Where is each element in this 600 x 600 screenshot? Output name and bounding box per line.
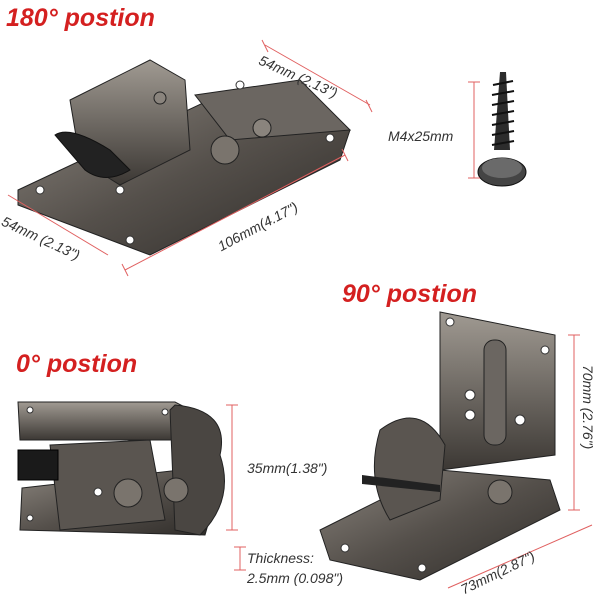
dimension-line-length [121, 148, 349, 277]
dim-screw: M4x25mm [388, 128, 454, 144]
dimension-line-height-0 [226, 404, 238, 531]
dimension-line-thickness [234, 546, 246, 571]
hinge-0-position [17, 401, 225, 536]
dimension-line-base-90 [447, 524, 593, 589]
dimension-line-height-90 [568, 334, 580, 511]
dim-height-90: 70mm (2.76") [580, 365, 596, 450]
label-90-position: 90° postion [342, 280, 478, 308]
screw-icon [477, 72, 527, 187]
dim-height-0: 35mm(1.38") [247, 460, 328, 476]
dim-thickness-label: Thickness: [247, 550, 314, 566]
dimension-line-screw [468, 81, 480, 179]
label-180-position: 180° postion [6, 4, 155, 32]
dimension-line-left-width [7, 194, 109, 256]
dim-thickness-value: 2.5mm (0.098") [247, 570, 344, 586]
dimension-line-top-width [261, 39, 373, 113]
hinge-90-position [319, 311, 561, 581]
label-0-position: 0° postion [16, 350, 138, 378]
hinge-180-position [17, 59, 352, 256]
